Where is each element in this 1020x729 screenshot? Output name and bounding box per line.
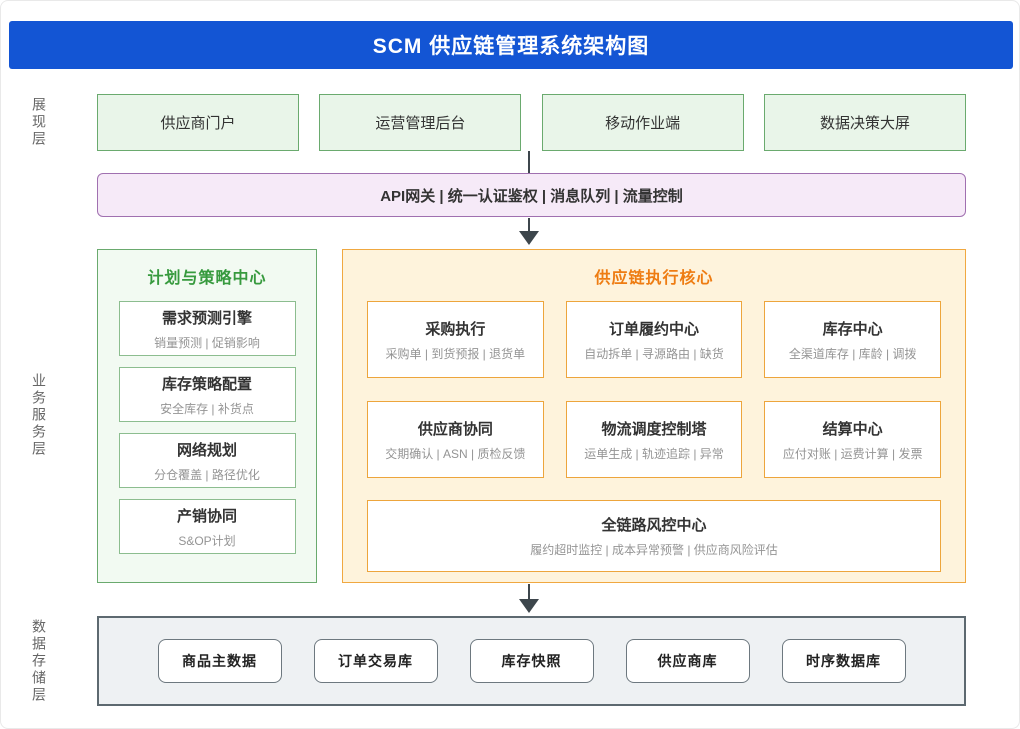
layer-label-storage: 数据存储层 — [31, 619, 47, 704]
storage-box-timeseries-db: 时序数据库 — [781, 639, 906, 683]
module-name: 供应商协同 — [417, 420, 493, 438]
module-name: 物流调度控制塔 — [601, 420, 707, 438]
module-inventory-policy: 库存策略配置 安全库存 | 补货点 — [118, 367, 296, 422]
planning-panel-title: 计划与策略中心 — [147, 270, 267, 287]
execution-panel-title: 供应链执行核心 — [594, 270, 714, 287]
planning-strategy-panel: 计划与策略中心 需求预测引擎 销量预测 | 促销影响 库存策略配置 安全库存 |… — [97, 249, 317, 583]
module-detail: 履约超时监控 | 成本异常预警 | 供应商风险评估 — [530, 543, 778, 557]
module-detail: 销量预测 | 促销影响 — [154, 335, 260, 350]
module-name: 采购执行 — [425, 320, 486, 338]
storage-box-inventory-snapshot: 库存快照 — [469, 639, 594, 683]
module-detail: 全渠道库存 | 库龄 | 调拨 — [788, 346, 917, 361]
module-sop-collaboration: 产销协同 S&OP计划 — [118, 499, 296, 554]
module-detail: 安全库存 | 补货点 — [160, 401, 254, 416]
module-name: 订单履约中心 — [608, 320, 699, 338]
module-name: 库存中心 — [822, 320, 883, 338]
data-storage-panel: 商品主数据 订单交易库 库存快照 供应商库 时序数据库 — [97, 616, 966, 706]
module-detail: S&OP计划 — [178, 533, 236, 548]
module-order-fulfillment: 订单履约中心 自动拆单 | 寻源路由 | 缺货 — [565, 301, 743, 378]
module-name: 结算中心 — [822, 420, 883, 438]
presentation-box-mobile-terminal: 移动作业端 — [541, 94, 744, 151]
module-procurement-execution: 采购执行 采购单 | 到货预报 | 退货单 — [367, 301, 544, 378]
module-detail: 运单生成 | 轨迹追踪 | 异常 — [584, 446, 724, 461]
module-name: 网络规划 — [176, 441, 237, 459]
module-name: 库存策略配置 — [161, 375, 252, 393]
presentation-box-supplier-portal: 供应商门户 — [97, 94, 299, 151]
storage-box-product-master: 商品主数据 — [157, 639, 282, 683]
module-detail: 交期确认 | ASN | 质检反馈 — [385, 446, 526, 461]
module-inventory-center: 库存中心 全渠道库存 | 库龄 | 调拨 — [764, 301, 941, 378]
planning-module-stack: 需求预测引擎 销量预测 | 促销影响 库存策略配置 安全库存 | 补货点 网络规… — [98, 301, 316, 554]
presentation-box-ops-backend: 运营管理后台 — [319, 94, 522, 151]
module-network-planning: 网络规划 分仓覆盖 | 路径优化 — [118, 433, 296, 488]
module-demand-forecast: 需求预测引擎 销量预测 | 促销影响 — [118, 301, 296, 356]
module-name: 产销协同 — [176, 507, 237, 525]
arrow-business-to-storage-line — [528, 584, 530, 600]
diagram-title: SCM 供应链管理系统架构图 — [372, 35, 650, 58]
module-name: 需求预测引擎 — [161, 309, 252, 327]
presentation-box-data-screen: 数据决策大屏 — [763, 94, 966, 151]
execution-core-panel: 供应链执行核心 采购执行 采购单 | 到货预报 | 退货单 订单履约中心 自动拆… — [342, 249, 966, 583]
module-settlement-center: 结算中心 应付对账 | 运费计算 | 发票 — [764, 401, 941, 478]
presentation-layer-row: 供应商门户 运营管理后台 移动作业端 数据决策大屏 — [97, 94, 966, 151]
module-risk-control-center: 全链路风控中心 履约超时监控 | 成本异常预警 | 供应商风险评估 — [367, 500, 941, 572]
execution-module-grid: 采购执行 采购单 | 到货预报 | 退货单 订单履约中心 自动拆单 | 寻源路由… — [367, 301, 941, 478]
connector-presentation-to-gateway — [528, 151, 530, 174]
module-detail: 自动拆单 | 寻源路由 | 缺货 — [584, 346, 724, 361]
module-name: 全链路风控中心 — [601, 517, 707, 534]
module-detail: 分仓覆盖 | 路径优化 — [154, 467, 260, 482]
storage-box-order-transaction: 订单交易库 — [313, 639, 438, 683]
module-detail: 采购单 | 到货预报 | 退货单 — [385, 346, 526, 361]
diagram-title-bar: SCM 供应链管理系统架构图 — [9, 21, 1013, 69]
layer-label-presentation: 展现层 — [31, 97, 47, 148]
arrow-business-to-storage-head — [519, 599, 539, 613]
api-gateway-label: API网关 | 统一认证鉴权 | 消息队列 | 流量控制 — [380, 187, 683, 205]
layer-label-business: 业务服务层 — [31, 373, 47, 458]
arrow-gateway-to-business-line — [528, 218, 530, 232]
storage-box-supplier-db: 供应商库 — [625, 639, 750, 683]
module-supplier-collaboration: 供应商协同 交期确认 | ASN | 质检反馈 — [367, 401, 544, 478]
module-logistics-control-tower: 物流调度控制塔 运单生成 | 轨迹追踪 | 异常 — [565, 401, 743, 478]
module-detail: 应付对账 | 运费计算 | 发票 — [782, 446, 923, 461]
api-gateway-bar: API网关 | 统一认证鉴权 | 消息队列 | 流量控制 — [97, 173, 966, 217]
arrow-gateway-to-business-head — [519, 231, 539, 245]
